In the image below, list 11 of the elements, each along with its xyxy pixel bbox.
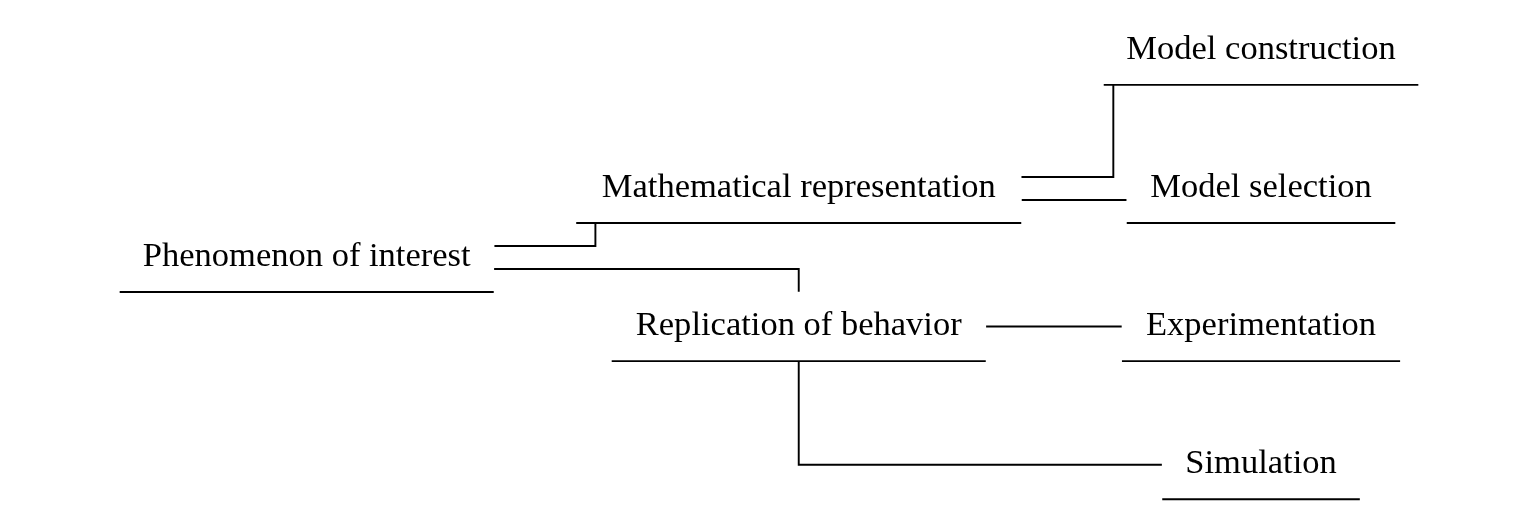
connector (984, 325, 1123, 328)
node-text: Mathematical representation (601, 165, 996, 204)
node-text: Experimentation (1145, 304, 1376, 342)
connector (797, 360, 1163, 466)
connector (1020, 83, 1114, 178)
node-text: Phenomenon of interest (142, 234, 471, 273)
node-text: Simulation (1184, 442, 1337, 481)
node-text: Model construction (1125, 27, 1396, 66)
node-text: Model selection (1149, 165, 1372, 204)
node-text: Replication of behavior (635, 304, 962, 342)
connector (1020, 199, 1127, 201)
